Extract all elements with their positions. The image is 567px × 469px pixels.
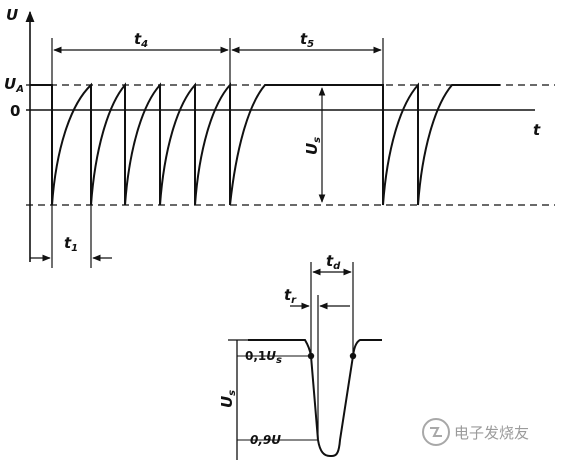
us-label: Us <box>303 137 323 155</box>
t5-label: t5 <box>300 30 314 50</box>
ua-label: UA <box>4 75 24 95</box>
zero-label: 0 <box>10 102 20 120</box>
level-09u-label: 0,9U <box>250 433 281 447</box>
td-label: td <box>326 252 341 272</box>
watermark: 电子发烧友 <box>422 418 529 446</box>
time-axis-label: t <box>533 121 541 139</box>
level-01us-label: 0,1Us <box>245 349 282 366</box>
upper-diagram <box>25 10 555 268</box>
pulse-waveform <box>30 82 500 206</box>
upper-labels: U t UA 0 t4 t5 Us t1 <box>4 6 541 254</box>
t4-label: t4 <box>134 30 148 50</box>
lower-us-label: Us <box>218 390 238 408</box>
t1-label: t1 <box>64 234 78 254</box>
y-axis-label: U <box>6 6 18 24</box>
lower-diagram <box>228 262 382 460</box>
lower-labels: td tr 0,1Us 0,9U Us <box>218 252 341 447</box>
watermark-text: 电子发烧友 <box>454 424 529 442</box>
watermark-logo-icon <box>422 418 450 446</box>
tr-label: tr <box>284 286 297 306</box>
single-pulse-waveform <box>248 339 382 457</box>
